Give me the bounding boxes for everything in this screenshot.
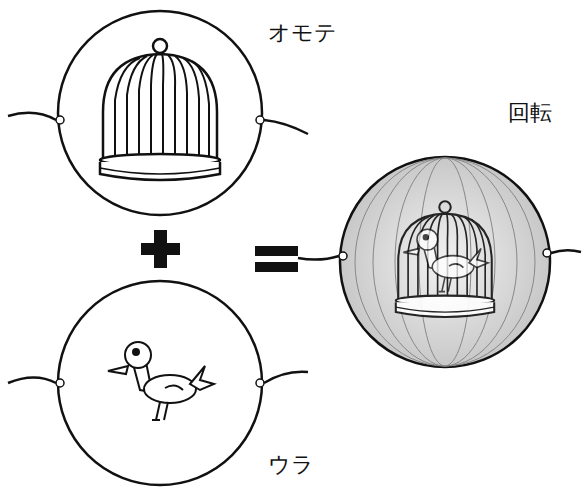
disc-label: オモテ bbox=[268, 20, 337, 46]
disc-label: ウラ bbox=[268, 452, 314, 478]
disc-label: 回転 bbox=[508, 100, 552, 126]
